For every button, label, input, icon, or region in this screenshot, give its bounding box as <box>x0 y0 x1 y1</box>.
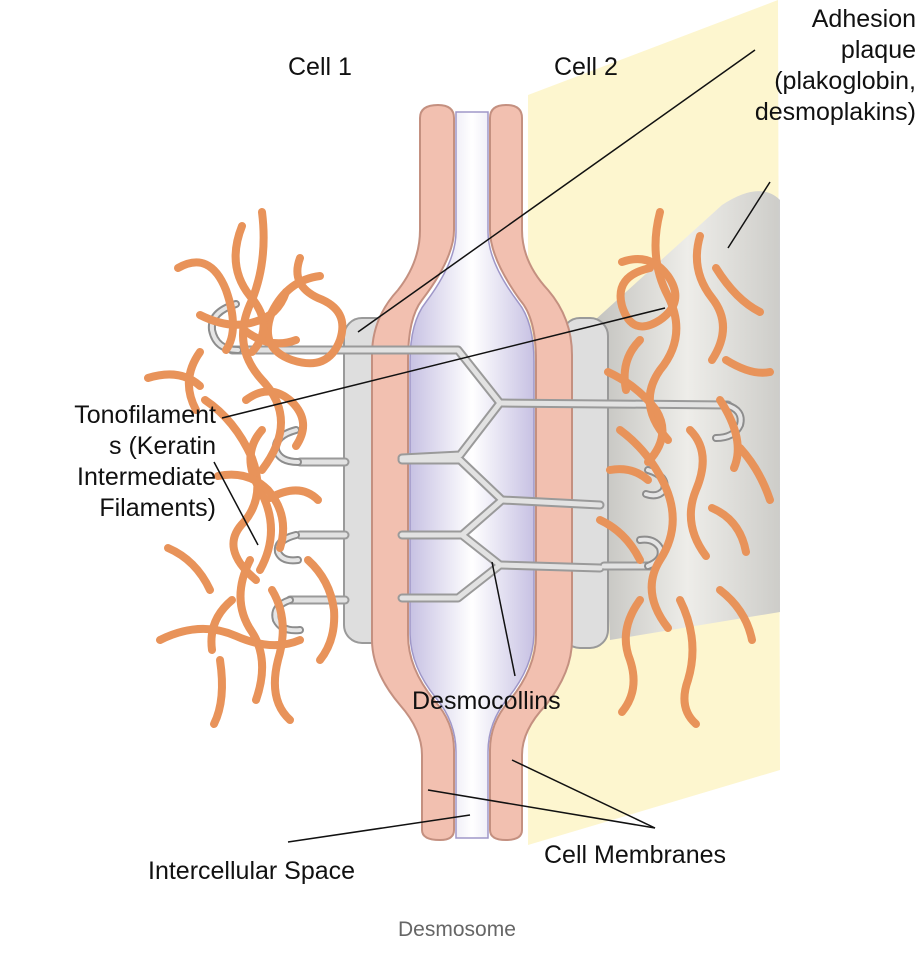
cell1-label: Cell 1 <box>288 52 352 83</box>
adhesion-plaque-line-1: Adhesion <box>755 4 916 35</box>
tonofilaments-line-1: Tonofilament <box>8 400 216 431</box>
desmocollins-label: Desmocollins <box>412 686 561 717</box>
adhesion-plaque-line-2: plaque <box>755 35 916 66</box>
tonofilaments-line-3: Intermediate <box>8 462 216 493</box>
tonofilaments-line-4: Filaments) <box>8 493 216 524</box>
intercellular-space-label: Intercellular Space <box>148 856 355 887</box>
figure-caption: Desmosome <box>398 918 516 942</box>
adhesion-plaque-label: Adhesion plaque (plakoglobin, desmoplaki… <box>755 4 916 128</box>
adhesion-plaque-line-4: desmoplakins) <box>755 97 916 128</box>
tonofilaments-line-2: s (Keratin <box>8 431 216 462</box>
cell2-label: Cell 2 <box>554 52 618 83</box>
adhesion-plaque-line-3: (plakoglobin, <box>755 66 916 97</box>
cell-membranes-label: Cell Membranes <box>544 840 726 871</box>
tonofilaments-label: Tonofilament s (Keratin Intermediate Fil… <box>8 400 216 524</box>
